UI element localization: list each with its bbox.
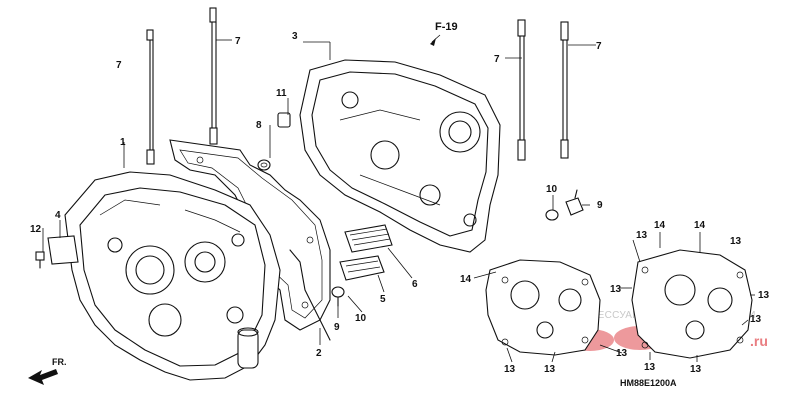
gasket-14-right (631, 249, 753, 359)
callout-7-c: 7 (494, 54, 500, 65)
callout-9-right: 9 (597, 200, 603, 211)
callout-7-d: 7 (596, 41, 602, 52)
stud-7-center (209, 7, 218, 145)
front-label: FR. (52, 357, 67, 367)
callout-13-c: 13 (610, 284, 622, 295)
gasket-14-left (485, 259, 601, 356)
callout-13-g: 13 (544, 364, 556, 375)
callout-3: 3 (292, 31, 298, 42)
figure-code: HM88E1200A (620, 378, 677, 388)
stud-7-left (146, 29, 155, 165)
callout-13-f: 13 (504, 364, 516, 375)
screen-5 (339, 255, 385, 281)
crankcase-left (64, 171, 281, 381)
callout-13-j: 13 (690, 364, 702, 375)
callout-7-a: 7 (116, 60, 122, 71)
callouts: 1 2 3 4 5 6 7 7 7 7 8 9 9 10 10 11 12 13… (30, 31, 770, 375)
front-arrow: FR. (28, 357, 67, 385)
dowel-11 (277, 112, 291, 128)
callout-6: 6 (412, 279, 418, 290)
callout-13-h: 13 (616, 348, 628, 359)
oring-8 (257, 159, 271, 171)
plate-4 (47, 235, 79, 265)
callout-13-b: 13 (730, 236, 742, 247)
watermark-domain: .ru (750, 333, 768, 349)
bolt-12 (35, 251, 45, 269)
crankcase-gasket (169, 139, 331, 331)
callout-13-i: 13 (644, 362, 656, 373)
callout-10-center: 10 (355, 313, 367, 324)
reference-label: F-19 (435, 21, 458, 33)
callout-10-right: 10 (546, 184, 558, 195)
front-arrow-icon (28, 369, 58, 385)
callout-5: 5 (380, 294, 386, 305)
crankcase-right (299, 59, 501, 253)
callout-13-e: 13 (750, 314, 762, 325)
leader-lines (42, 39, 755, 363)
callout-12: 12 (30, 224, 42, 235)
callout-13-a: 13 (636, 230, 648, 241)
callout-9-center: 9 (334, 322, 340, 333)
stud-7-right-1 (517, 19, 526, 161)
washer-10 (545, 209, 559, 221)
callout-1: 1 (120, 137, 126, 148)
oil-plug-9-center (331, 286, 345, 307)
callout-8: 8 (256, 120, 262, 131)
drain-bolt-9 (565, 189, 584, 216)
callout-11: 11 (276, 88, 287, 99)
watermark-text: ЗАПЧАСТИ И АКСЕССУАРЫ ДЛЯ МОТОТЕХНИКИ (508, 310, 756, 321)
gasket-2 (289, 249, 331, 341)
screen-6 (344, 224, 393, 253)
callout-14-c: 14 (694, 220, 706, 231)
callout-13-d: 13 (758, 290, 770, 301)
callout-2: 2 (316, 348, 322, 359)
callout-14-b: 14 (654, 220, 666, 231)
callout-7-b: 7 (235, 36, 241, 47)
stud-7-right-2 (560, 21, 569, 159)
callout-4: 4 (55, 210, 61, 221)
callout-14-a: 14 (460, 274, 472, 285)
reference-f19: F-19 (430, 21, 458, 46)
